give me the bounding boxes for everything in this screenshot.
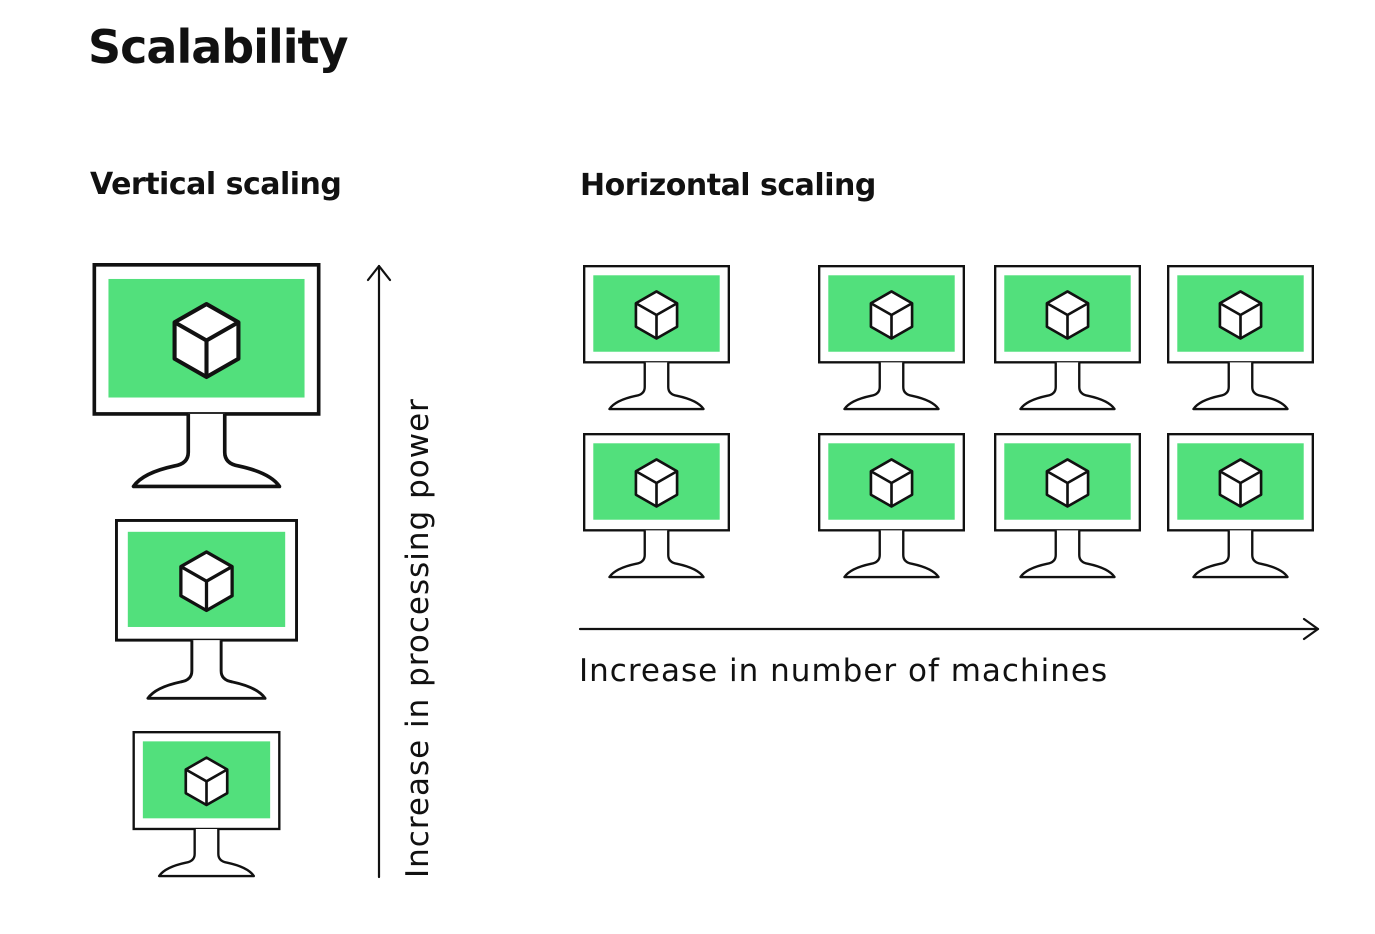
- vertical-arrow-icon: [366, 264, 392, 879]
- monitor-icon: [1166, 265, 1315, 411]
- monitor-icon: [993, 265, 1142, 411]
- horizontal-scaling-heading: Horizontal scaling: [580, 168, 876, 203]
- page-title: Scalability: [88, 20, 348, 74]
- monitor-icon: [582, 265, 731, 411]
- vertical-axis-label: Increase in processing power: [400, 398, 436, 878]
- horizontal-axis-label: Increase in number of machines: [579, 653, 1108, 689]
- monitor-icon: [1166, 433, 1315, 579]
- monitor-icon: [94, 265, 318, 487]
- monitor-icon: [114, 519, 299, 701]
- vertical-scaling-heading: Vertical scaling: [90, 167, 342, 202]
- horizontal-arrow-icon: [578, 617, 1320, 641]
- monitor-icon: [817, 265, 966, 411]
- monitor-icon: [817, 433, 966, 579]
- monitor-icon: [993, 433, 1142, 579]
- monitor-icon: [582, 433, 731, 579]
- monitor-icon: [132, 731, 281, 878]
